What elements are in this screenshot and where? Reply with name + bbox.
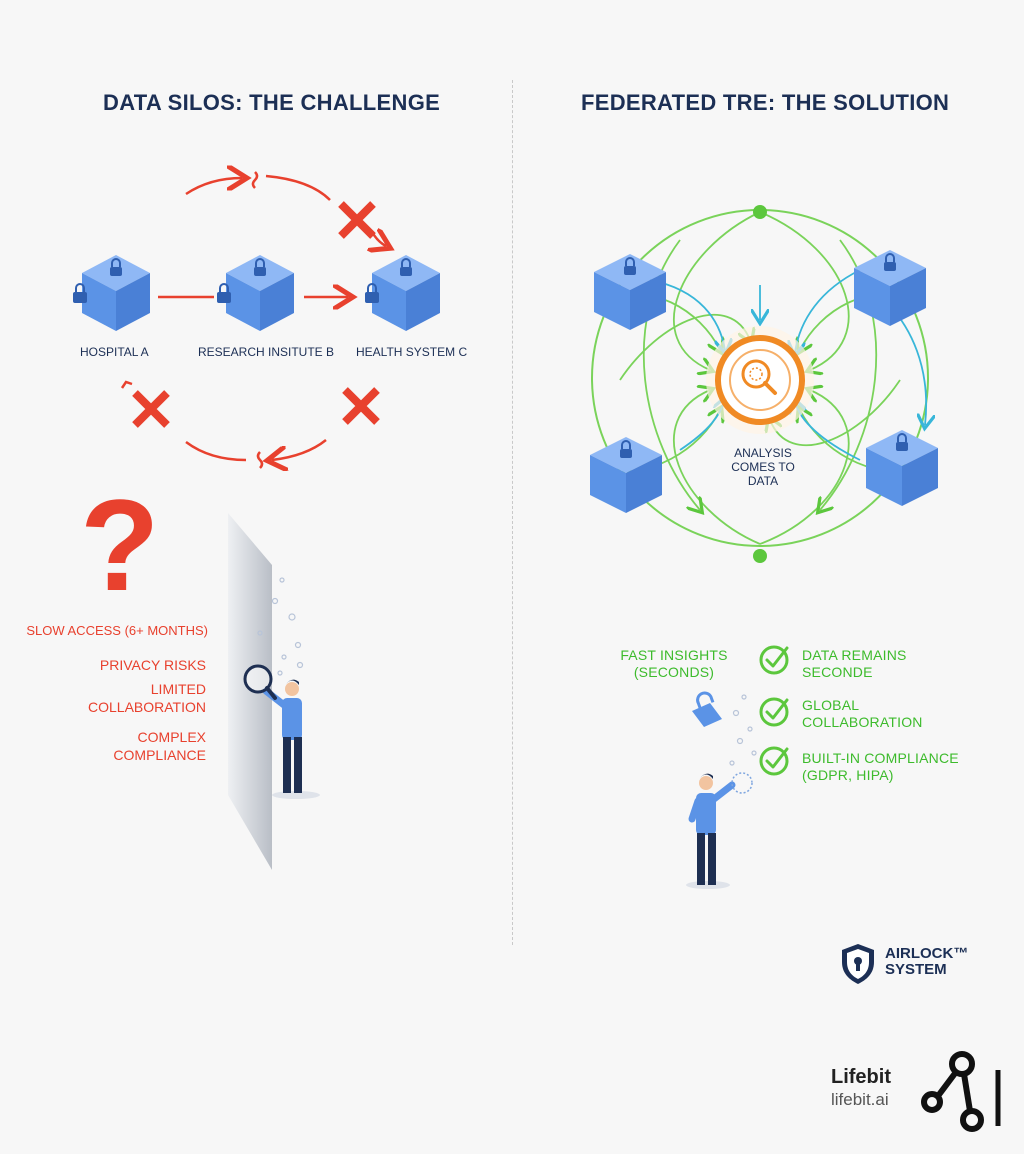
tre-node-cube	[593, 253, 667, 331]
airlock-label: AIRLOCK™ SYSTEM	[885, 945, 969, 978]
research-institute-cube	[225, 254, 295, 332]
benefit-fast-insights: FAST INSIGHTS (SECONDS)	[620, 647, 728, 680]
tre-node-cube	[589, 436, 663, 514]
issue-limited-collaboration: LIMITED COLLABORATION	[88, 681, 206, 715]
shield-icon	[842, 944, 874, 984]
left-title: DATA SILOS: THE CHALLENGE	[103, 90, 441, 115]
brand-url: lifebit.ai	[831, 1090, 889, 1109]
issue-slow-access: SLOW ACCESS (6+ MONTHS)	[26, 623, 208, 638]
silo-wall-illustration	[228, 513, 320, 870]
cross-icon	[345, 390, 377, 422]
node-label-research-institute: RESEARCH INSITUTE B	[198, 345, 335, 359]
lifebit-logo-icon	[921, 1051, 1001, 1132]
issue-privacy-risks: PRIVACY RISKS	[99, 657, 206, 673]
cross-icon	[341, 204, 373, 236]
issue-complex-compliance: COMPLEX COMPLIANCE	[113, 729, 206, 763]
node-label-health-system: HEALTH SYSTEM C	[356, 345, 468, 359]
panel-divider	[512, 80, 513, 945]
cross-icon	[135, 393, 167, 425]
benefit-built-in-compliance: BUILT-IN COMPLIANCE (GDPR, HIPA)	[802, 750, 959, 783]
magnifier-icon	[243, 664, 277, 700]
center-label: ANALYSIS COMES TO DATA	[731, 446, 795, 488]
node-label-hospital-a: HOSPITAL A	[80, 345, 149, 359]
health-system-cube	[371, 254, 441, 332]
check-icons	[759, 645, 789, 776]
right-title: FEDERATED TRE: THE SOLUTION	[581, 90, 950, 115]
magnifier-icon	[741, 359, 777, 395]
federated-diagram	[589, 205, 939, 563]
brand-name: Lifebit	[831, 1066, 891, 1088]
question-icon: ?	[80, 472, 160, 618]
lock-icon	[692, 691, 722, 727]
benefit-data-remains: DATA REMAINS SECONDE	[802, 647, 907, 680]
silos-diagram	[72, 150, 441, 480]
check-icon	[759, 697, 789, 727]
benefit-global-collaboration: GLOBAL COLLABORATION	[802, 697, 923, 730]
researcher-illustration	[686, 691, 757, 889]
hospital-a-cube	[81, 254, 151, 332]
check-icon	[759, 645, 789, 675]
tre-node-cube	[865, 429, 939, 507]
check-icon	[759, 746, 789, 776]
